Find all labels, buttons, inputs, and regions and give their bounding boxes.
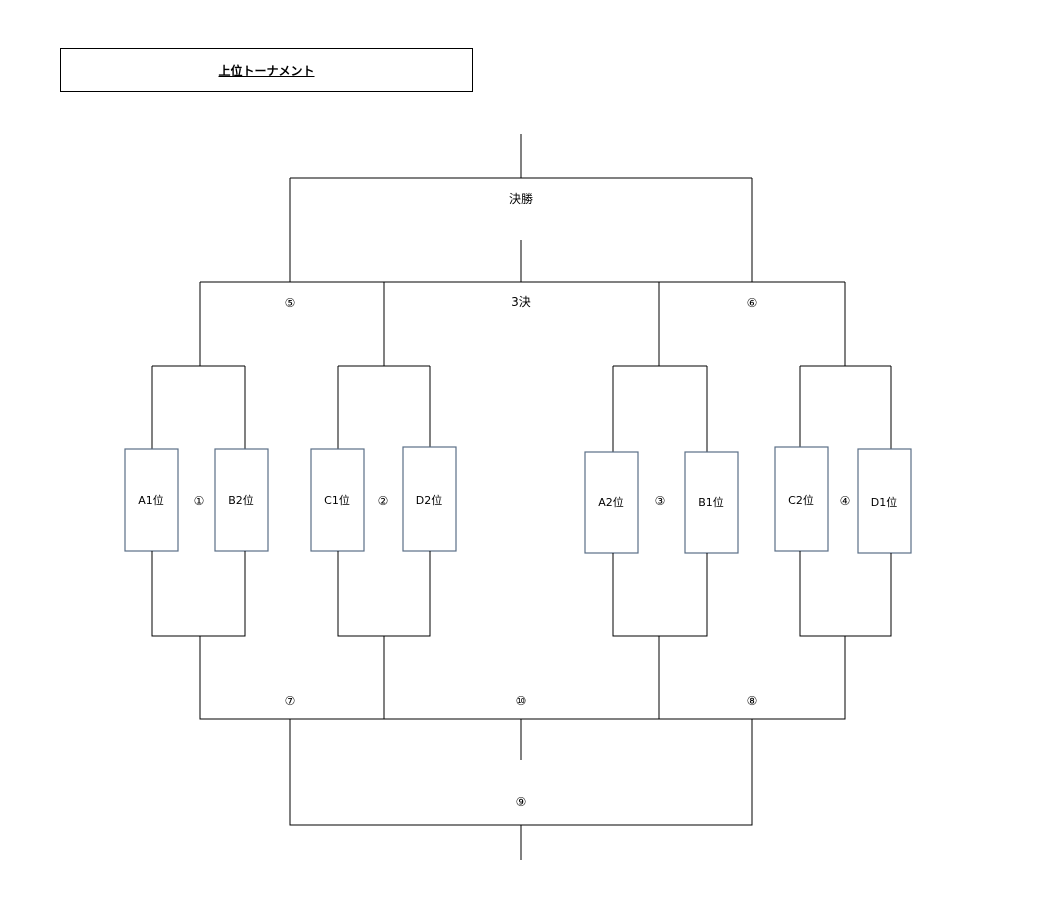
team-box-d2 (402, 446, 457, 552)
team-label-c1: C1位 (324, 493, 350, 507)
match-label-7: ⑦ (285, 694, 296, 708)
team-label-b2: B2位 (228, 493, 254, 507)
team-label-a2: A2位 (598, 495, 624, 509)
team-label-d1: D1位 (871, 495, 897, 509)
lower-bracket (199, 636, 846, 860)
third-place-label: 3決 (511, 295, 531, 309)
semifinal-lines (199, 281, 846, 366)
team-box-d1 (857, 448, 912, 554)
team-box-c2 (774, 446, 829, 552)
match-label-10: ⑩ (516, 694, 527, 708)
team-box-a1 (124, 448, 179, 552)
team-box-b2 (214, 448, 269, 552)
match-label-9: ⑨ (516, 795, 527, 809)
match-label-2: ② (378, 494, 389, 508)
bracket-labels: 決勝 3決 ① ② ③ ④ ⑤ ⑥ ⑦ ⑧ ⑨ ⑩ A1位 B2位 C1位 D2… (138, 191, 897, 809)
team-box-a2 (584, 451, 639, 554)
match-label-6: ⑥ (747, 296, 758, 310)
match-label-4: ④ (840, 494, 851, 508)
team-box-c1 (310, 448, 365, 552)
team-label-c2: C2位 (788, 493, 814, 507)
team-boxes (124, 446, 912, 554)
team-label-a1: A1位 (138, 493, 164, 507)
match-label-5: ⑤ (285, 296, 296, 310)
match-label-1: ① (194, 494, 205, 508)
team-box-b1 (684, 451, 739, 554)
page-title: 上位トーナメント (218, 63, 315, 78)
title-box: 上位トーナメント (60, 48, 473, 92)
final-bracket (289, 134, 753, 282)
first-round-top (151, 365, 892, 452)
first-round-bottom (151, 551, 892, 637)
match-label-8: ⑧ (747, 694, 758, 708)
final-label: 決勝 (509, 191, 533, 206)
team-label-d2: D2位 (416, 493, 442, 507)
match-label-3: ③ (655, 494, 666, 508)
team-label-b1: B1位 (698, 495, 724, 509)
